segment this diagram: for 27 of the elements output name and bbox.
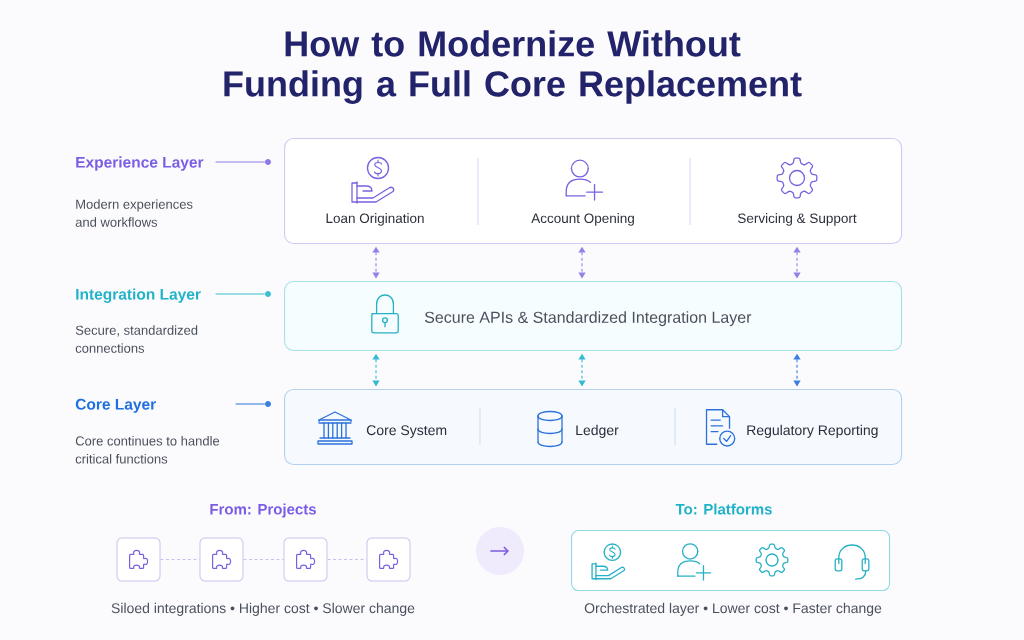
section-heading: From: Projects [210,503,316,518]
puzzle-icon [116,537,161,582]
layer-title: Core Layer [75,398,156,413]
item-label: Servicing & Support [737,213,857,226]
section-heading: To: Platforms [675,503,772,515]
leader-line [215,161,266,163]
connector-line [243,559,284,560]
caption: Siloed integrations • Higher cost • Slower change [111,602,415,616]
connector-line [327,559,367,560]
item-label: Core System [366,425,447,438]
layer-description: Modern experiences and workflows [75,199,193,227]
layer-description: Secure, standardized connections [75,325,198,353]
item-label: Loan Origination [326,213,424,226]
item-label: Regulatory Reporting [747,424,878,438]
puzzle-icon [283,537,328,582]
layer-title: Experience Layer [76,156,204,171]
layer-description: Core continues to handle critical functions [75,436,220,464]
leader-line [215,293,266,295]
item-label: Ledger [576,424,619,438]
layer-box: Secure APIs & Standardized Integration Layer [284,281,903,352]
leader-line [235,403,266,405]
layer-title: Integration Layer [76,288,201,303]
puzzle-icon [199,537,244,582]
connector-line [160,559,200,560]
title: How to Modernize Without Funding a Full Core Replacement [224,30,802,104]
item-label: Account Opening [531,213,634,226]
puzzle-icon [366,537,411,582]
